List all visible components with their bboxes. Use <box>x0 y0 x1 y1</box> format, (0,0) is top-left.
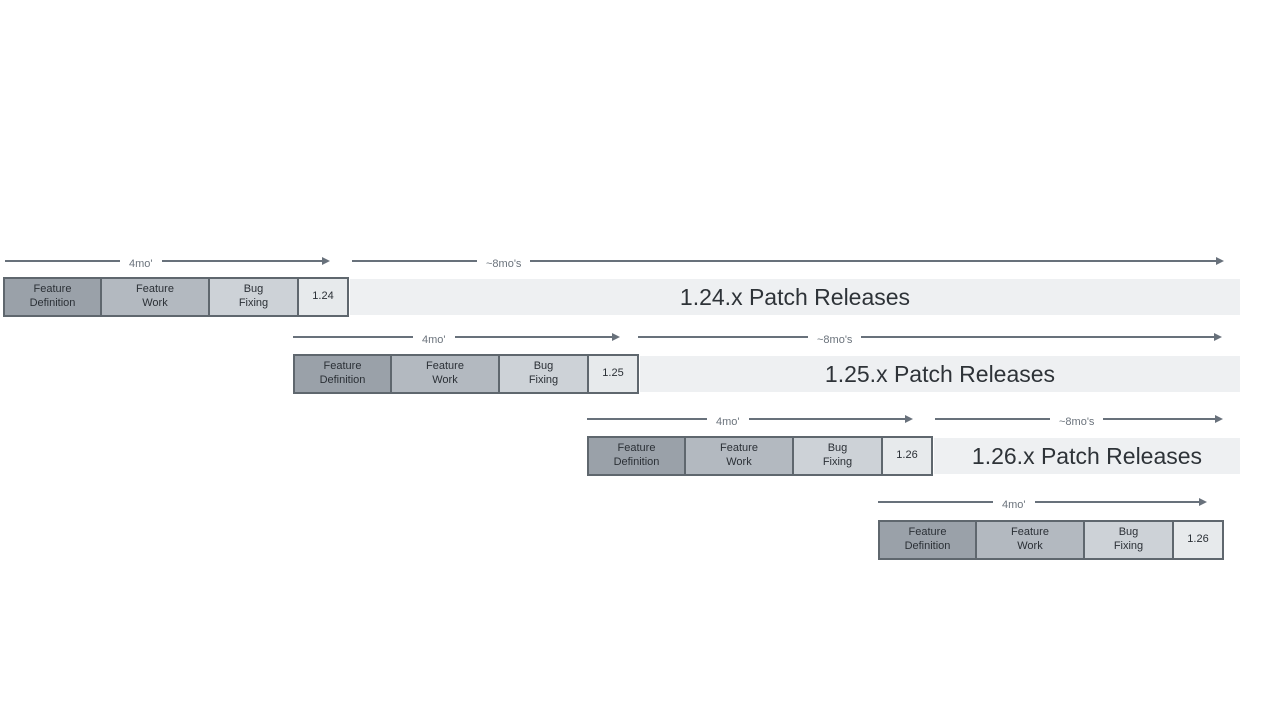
version-box: 1.24 <box>297 277 349 317</box>
arrow-line <box>293 336 413 338</box>
arrow-line <box>530 260 1217 262</box>
arrow-line <box>454 336 613 338</box>
arrowhead-icon <box>322 257 330 265</box>
phase-box-feature-definition: Feature Definition <box>878 520 977 560</box>
dev-cycle-arrow-label: 4mo' <box>716 416 740 428</box>
arrowhead-icon <box>1216 257 1224 265</box>
phase-box-feature-work: Feature Work <box>684 436 794 476</box>
phase-box-feature-definition: Feature Definition <box>587 436 686 476</box>
arrow-line <box>587 418 707 420</box>
arrow-line <box>1034 501 1200 503</box>
dev-cycle-arrow-1-26: 4mo' <box>587 411 913 428</box>
patch-support-arrow-label: ~8mo's <box>1059 416 1095 428</box>
phase-box-feature-work: Feature Work <box>100 277 210 317</box>
arrow-line <box>5 260 120 262</box>
dev-cycle-arrow-label: 4mo' <box>1002 499 1026 511</box>
release-row-1-25: Feature Definition Feature Work Bug Fixi… <box>293 354 639 394</box>
patch-support-arrow-label: ~8mo's <box>486 258 522 270</box>
patch-support-arrow-1-26: ~8mo's <box>935 411 1223 428</box>
arrow-line <box>352 260 477 262</box>
release-row-1-24: Feature Definition Feature Work Bug Fixi… <box>3 277 349 317</box>
arrow-line <box>1103 418 1216 420</box>
patch-releases-bar-1-25: 1.25.x Patch Releases <box>640 356 1240 392</box>
release-row-1-26: Feature Definition Feature Work Bug Fixi… <box>587 436 933 476</box>
version-box: 1.25 <box>587 354 639 394</box>
arrow-line <box>878 501 993 503</box>
phase-box-bug-fixing: Bug Fixing <box>208 277 299 317</box>
phase-box-feature-work: Feature Work <box>390 354 500 394</box>
arrowhead-icon <box>1199 498 1207 506</box>
version-box: 1.26 <box>1172 520 1224 560</box>
release-row-next: Feature Definition Feature Work Bug Fixi… <box>878 520 1224 560</box>
phase-box-bug-fixing: Bug Fixing <box>1083 520 1174 560</box>
phase-box-bug-fixing: Bug Fixing <box>792 436 883 476</box>
version-box: 1.26 <box>881 436 933 476</box>
patch-support-arrow-1-24: ~8mo's <box>352 253 1224 270</box>
arrowhead-icon <box>1215 415 1223 423</box>
arrow-line <box>638 336 808 338</box>
phase-box-feature-definition: Feature Definition <box>293 354 392 394</box>
phase-box-bug-fixing: Bug Fixing <box>498 354 589 394</box>
patch-releases-bar-1-24: 1.24.x Patch Releases <box>350 279 1240 315</box>
arrow-line <box>161 260 323 262</box>
arrow-line <box>935 418 1050 420</box>
dev-cycle-arrow-1-25: 4mo' <box>293 329 620 346</box>
patch-releases-bar-1-26: 1.26.x Patch Releases <box>934 438 1240 474</box>
arrowhead-icon <box>612 333 620 341</box>
dev-cycle-arrow-label: 4mo' <box>129 258 153 270</box>
phase-box-feature-definition: Feature Definition <box>3 277 102 317</box>
arrowhead-icon <box>905 415 913 423</box>
dev-cycle-arrow-1-24: 4mo' <box>5 253 330 270</box>
dev-cycle-arrow-label: 4mo' <box>422 334 446 346</box>
arrow-line <box>748 418 906 420</box>
arrow-line <box>861 336 1215 338</box>
patch-support-arrow-1-25: ~8mo's <box>638 329 1222 346</box>
arrowhead-icon <box>1214 333 1222 341</box>
dev-cycle-arrow-next: 4mo' <box>878 494 1207 511</box>
phase-box-feature-work: Feature Work <box>975 520 1085 560</box>
patch-support-arrow-label: ~8mo's <box>817 334 853 346</box>
